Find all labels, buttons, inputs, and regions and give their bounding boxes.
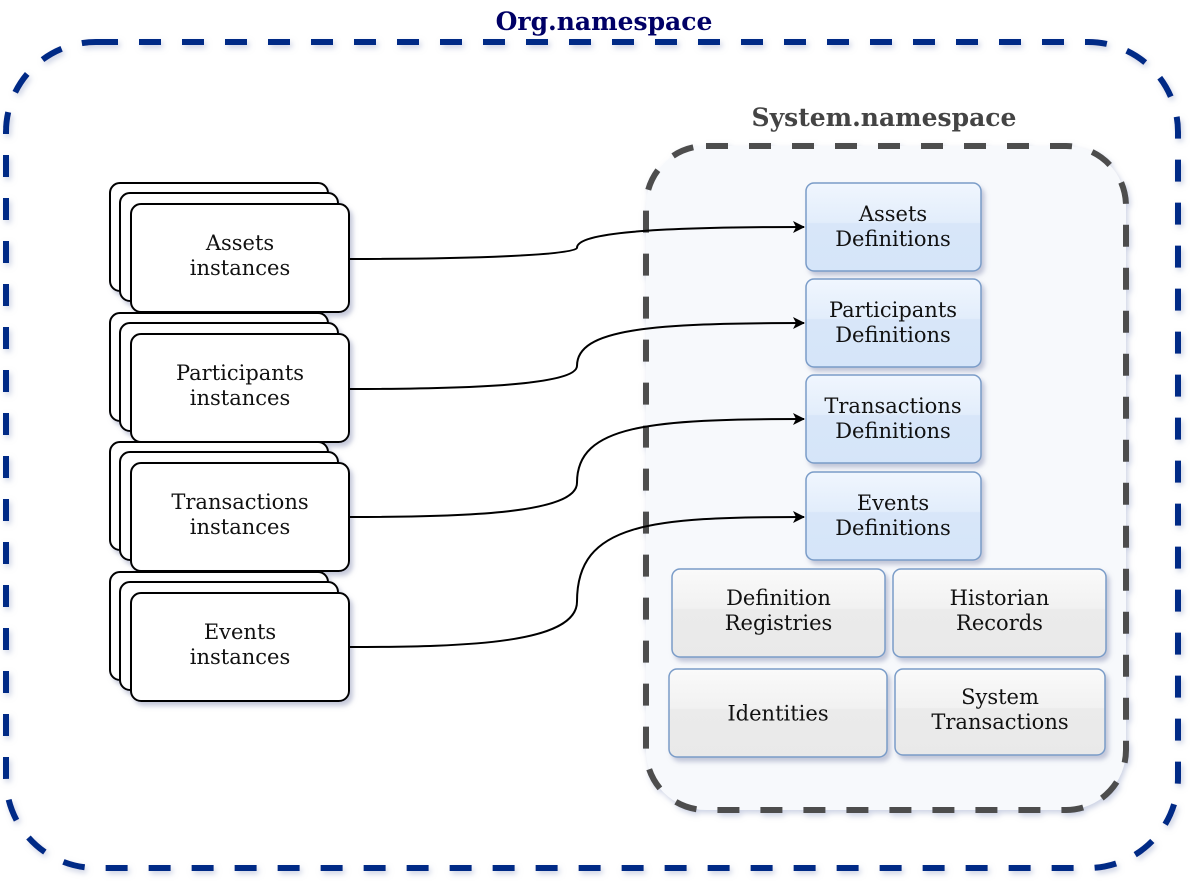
definition-box-bg — [805, 182, 982, 272]
system-namespace-title: System.namespace — [752, 103, 1017, 132]
system-item-bg — [894, 668, 1106, 756]
system-item-identities[interactable]: Identities — [668, 668, 888, 758]
connection-arrow — [349, 511, 805, 648]
system-item-bg — [892, 568, 1107, 658]
org-namespace-container — [3, 39, 1181, 871]
definition-box-bg — [805, 278, 982, 368]
connection-arrow — [349, 413, 805, 518]
instance-card — [130, 592, 350, 702]
definition-box-bg — [805, 374, 982, 464]
system-item-label: Identities — [727, 701, 828, 725]
org-namespace-title: Org.namespace — [496, 7, 713, 36]
system-item-bg — [668, 668, 888, 758]
system-item-bg — [671, 568, 886, 658]
connection-arrow — [349, 317, 805, 390]
definition-box-bg — [805, 471, 982, 561]
connection-arrow — [349, 221, 805, 260]
